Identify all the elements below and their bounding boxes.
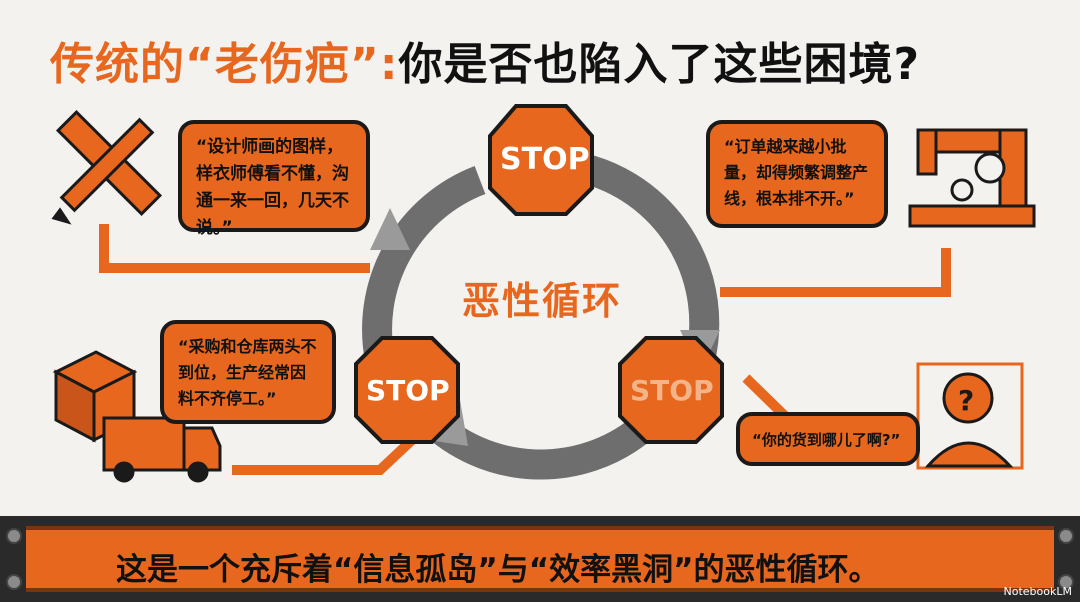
connector-right-top [720,248,946,292]
bolt-icon [6,574,22,590]
bolt-icon [1058,528,1074,544]
speech-bubble-designer: “设计师画的图样，样衣师傅看不懂，沟通一来一回，几天不说。” [178,120,370,232]
speech-bubble-purchasing: “采购和仓库两头不到位，生产经常因料不齐停工。” [160,320,336,424]
confused-person-icon: ? [918,364,1022,468]
sewing-machine-icon [910,130,1034,226]
stop-text-right: STOP [630,374,712,407]
banner-plate: 这是一个充斥着“信息孤岛”与“效率黑洞”的恶性循环。 [26,526,1054,592]
speech-bubble-delivery: “你的货到哪儿了啊?” [736,412,920,466]
banner-text: 这是一个充斥着“信息孤岛”与“效率黑洞”的恶性循环。 [116,544,880,589]
cycle-label: 恶性循环 [452,266,632,329]
watermark: NotebookLM [1004,585,1072,598]
pencil-ruler-icon [54,112,160,222]
bottom-banner: 这是一个充斥着“信息孤岛”与“效率黑洞”的恶性循环。 NotebookLM [0,516,1080,602]
bolt-icon [6,528,22,544]
stop-text-left: STOP [366,374,448,407]
connector-left-bottom [232,440,412,470]
stop-text-top: STOP [500,142,582,177]
svg-text:?: ? [958,384,974,417]
speech-bubble-orders: “订单越来越小批量，却得频繁调整产线，根本排不开。” [706,120,888,228]
